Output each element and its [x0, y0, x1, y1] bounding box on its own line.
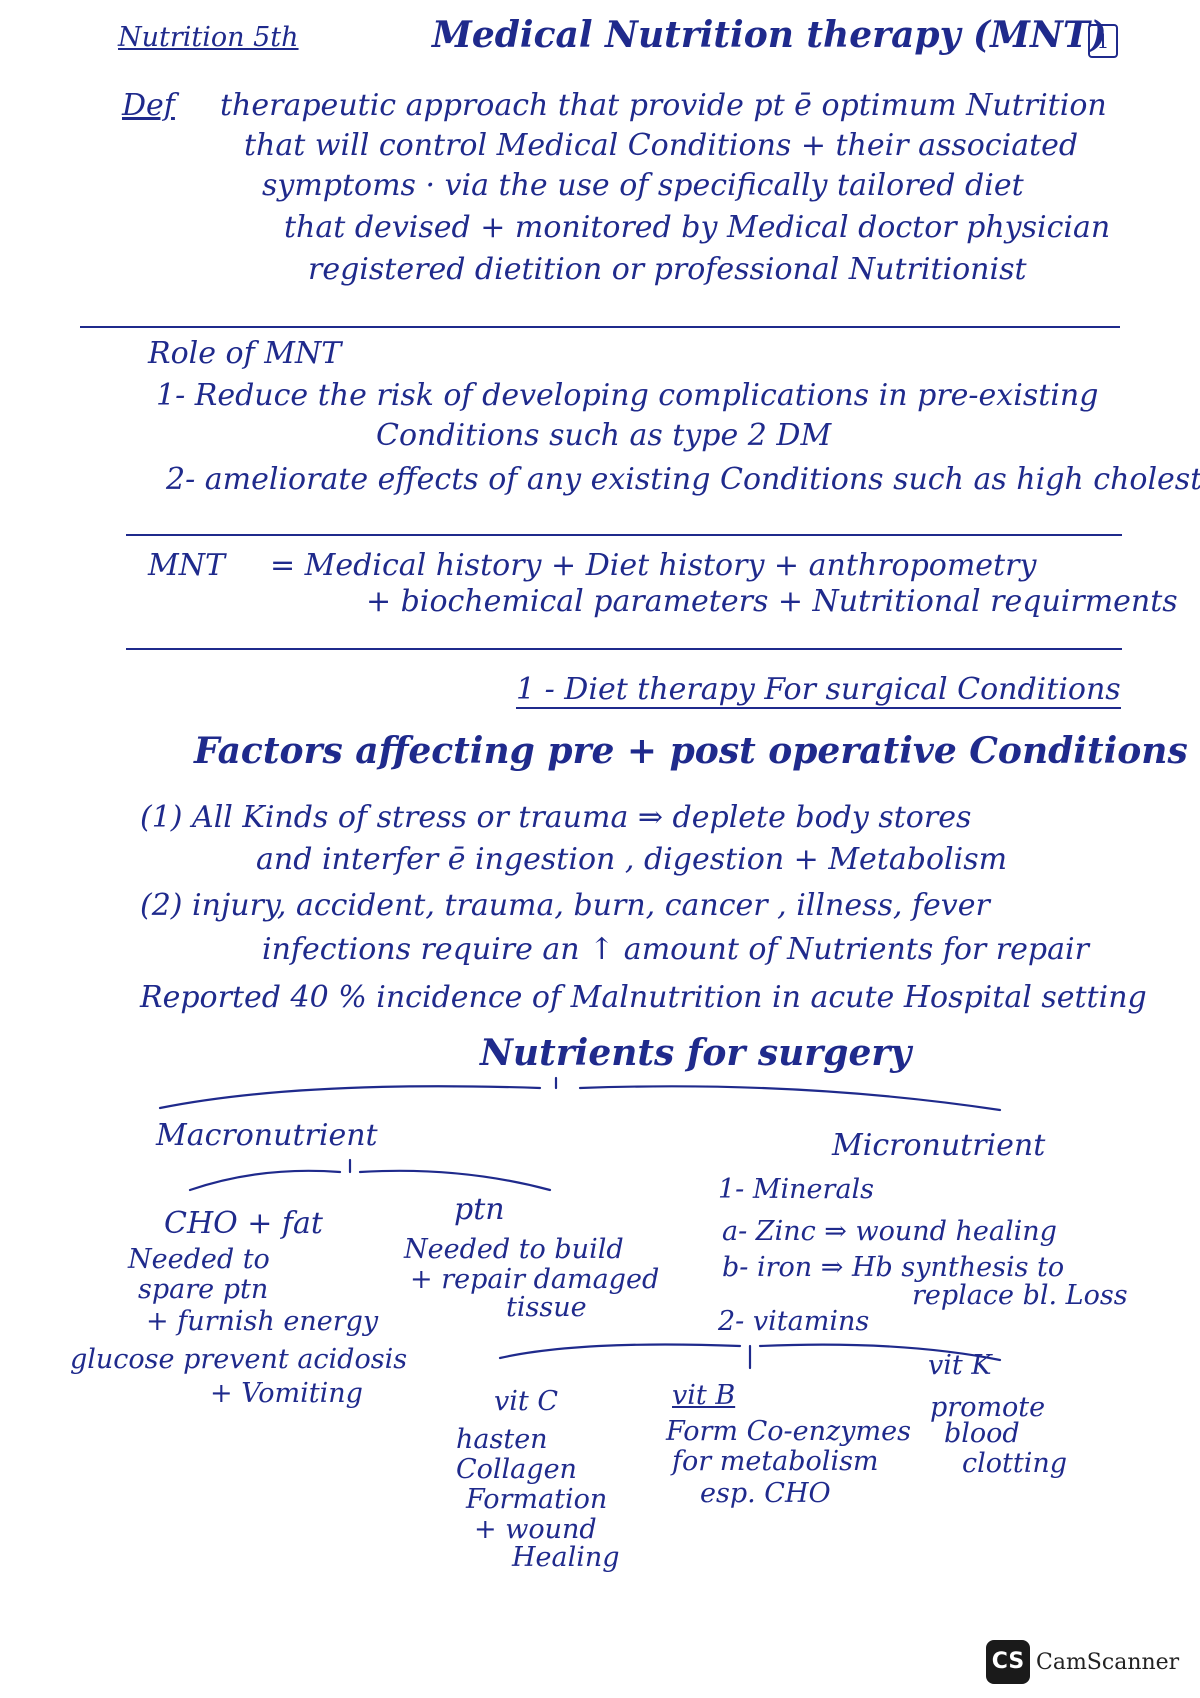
- iron-line: b- iron ⇒ Hb synthesis to: [722, 1252, 1065, 1283]
- vit-b-line: for metabolism: [672, 1446, 879, 1477]
- mnt-formula-line: = Medical history + Diet history + anthr…: [270, 548, 1037, 583]
- vit-c-line: Collagen: [456, 1454, 577, 1485]
- vit-k-label: vit K: [928, 1350, 992, 1381]
- vit-b-label: vit B: [672, 1380, 736, 1411]
- nutrients-title: Nutrients for surgery: [480, 1032, 912, 1074]
- macronutrient-label: Macronutrient: [156, 1118, 378, 1153]
- cho-fat-line: Needed to: [128, 1244, 270, 1275]
- zinc-line: a- Zinc ⇒ wound healing: [722, 1216, 1057, 1247]
- vit-c-line: Healing: [512, 1542, 620, 1573]
- mnt-formula-line: + biochemical parameters + Nutritional r…: [366, 584, 1178, 619]
- role-item: 2- ameliorate effects of any existing Co…: [166, 462, 1200, 497]
- vit-k-line: clotting: [962, 1448, 1068, 1479]
- ptn-label: ptn: [454, 1192, 505, 1227]
- divider: [126, 648, 1122, 650]
- iron-line: replace bl. Loss: [912, 1280, 1128, 1311]
- vit-c-line: + wound: [474, 1514, 597, 1545]
- minerals-label: 1- Minerals: [718, 1174, 875, 1205]
- factor-point: (1) All Kinds of stress or trauma ⇒ depl…: [140, 800, 972, 835]
- ptn-line: Needed to build: [404, 1234, 624, 1265]
- vit-k-line: blood: [944, 1418, 1020, 1449]
- section-heading: 1 - Diet therapy For surgical Conditions: [516, 672, 1121, 709]
- vit-b-line: Form Co-enzymes: [666, 1416, 911, 1447]
- camscanner-text: CamScanner: [1036, 1650, 1180, 1675]
- cho-fat-line: + Vomiting: [210, 1378, 363, 1409]
- factors-heading: Factors affecting pre + post operative C…: [194, 730, 1188, 772]
- definition-label: Def: [122, 88, 175, 123]
- page-title: Medical Nutrition therapy (MNT): [432, 14, 1107, 56]
- cho-fat-line: spare ptn: [138, 1274, 269, 1305]
- cho-fat-line: glucose prevent acidosis: [70, 1344, 408, 1375]
- definition-line: that will control Medical Conditions + t…: [244, 128, 1079, 163]
- cho-fat-label: CHO + fat: [164, 1206, 323, 1241]
- definition-line: symptoms · via the use of specifically t…: [262, 168, 1024, 203]
- vitamins-label: 2- vitamins: [718, 1306, 870, 1337]
- vit-k-line: promote: [930, 1392, 1046, 1423]
- mnt-formula-lhs: MNT: [148, 548, 225, 583]
- vit-b-line: esp. CHO: [700, 1478, 831, 1509]
- definition-line: that devised + monitored by Medical doct…: [284, 210, 1111, 245]
- vit-c-line: Formation: [466, 1484, 608, 1515]
- divider: [126, 534, 1122, 536]
- definition-line: therapeutic approach that provide pt ē o…: [220, 88, 1107, 123]
- ptn-line: tissue: [506, 1292, 587, 1323]
- factor-point: and interfer ē ingestion , digestion + M…: [256, 842, 1008, 877]
- divider: [80, 326, 1120, 328]
- role-heading: Role of MNT: [148, 336, 342, 371]
- page-number: 1: [1088, 24, 1118, 58]
- role-item: Conditions such as type 2 DM: [376, 418, 832, 453]
- vit-c-line: hasten: [456, 1424, 548, 1455]
- factor-point: (2) injury, accident, trauma, burn, canc…: [140, 888, 990, 923]
- subject-label: Nutrition 5th: [118, 22, 299, 53]
- micronutrient-label: Micronutrient: [832, 1128, 1046, 1163]
- cho-fat-line: + furnish energy: [146, 1306, 379, 1337]
- factor-point: infections require an ↑ amount of Nutrie…: [262, 932, 1089, 967]
- vit-c-label: vit C: [494, 1386, 558, 1417]
- malnutrition-note: Reported 40 % incidence of Malnutrition …: [140, 980, 1147, 1015]
- ptn-line: + repair damaged: [410, 1264, 660, 1295]
- role-item: 1- Reduce the risk of developing complic…: [156, 378, 1099, 413]
- camscanner-logo: CS: [986, 1640, 1030, 1684]
- definition-line: registered dietition or professional Nut…: [308, 252, 1027, 287]
